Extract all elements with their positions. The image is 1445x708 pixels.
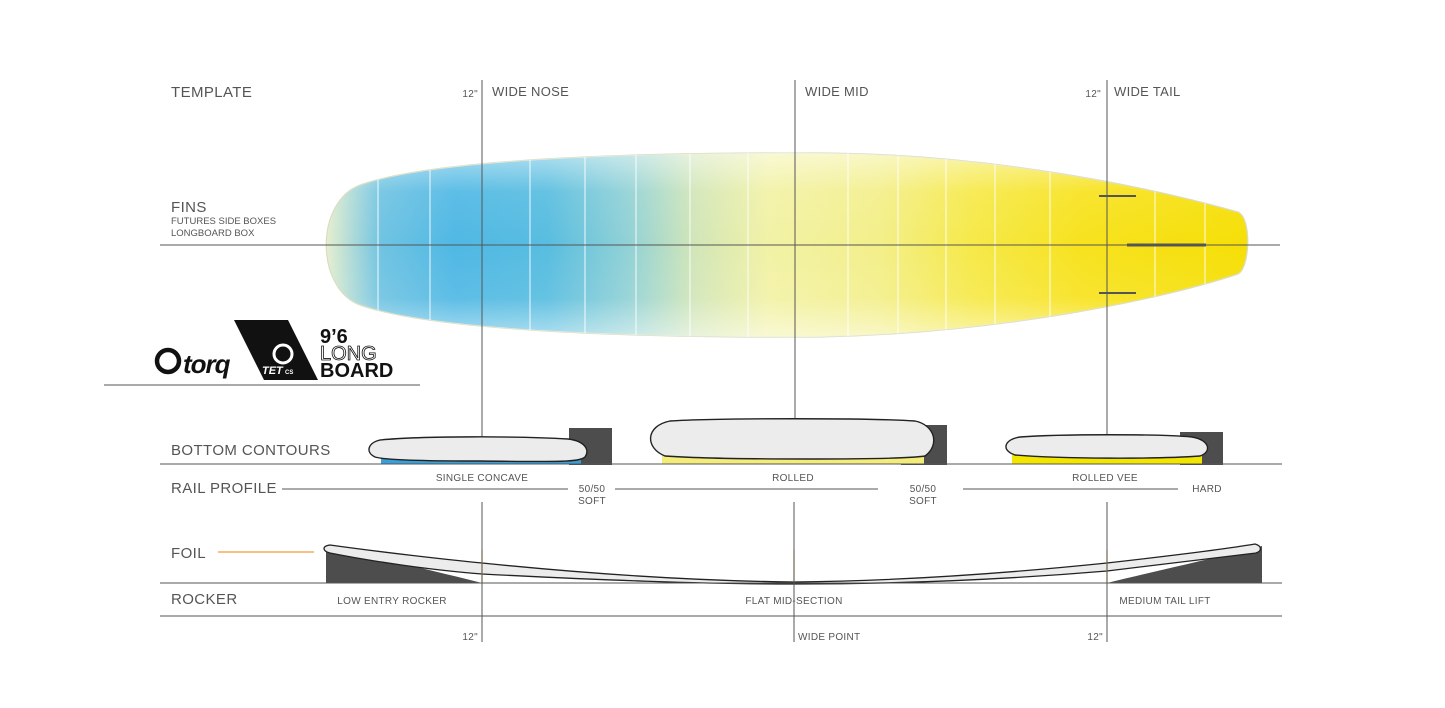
bottom-nose-inch: 12"	[462, 632, 478, 643]
model-line-long: LONG	[320, 343, 377, 365]
top-nose-inch: 12"	[462, 89, 478, 100]
section-label-foil: FOIL	[171, 545, 206, 562]
rail-mid-tail-ratio: 50/50	[910, 484, 937, 495]
rocker-label-nose: LOW ENTRY ROCKER	[337, 596, 446, 607]
contour-label-tail: ROLLED VEE	[1072, 473, 1138, 484]
section-label-rail-profile: RAIL PROFILE	[171, 480, 277, 497]
tet-swirl-icon	[272, 343, 294, 365]
tet-sub-text: CS	[285, 370, 293, 376]
top-wide-nose-label: WIDE NOSE	[492, 84, 569, 99]
rail-nose-mid-ratio: 50/50	[579, 484, 606, 495]
rail-nose-mid-type: SOFT	[578, 496, 606, 507]
section-label-template: TEMPLATE	[171, 84, 252, 101]
rocker-label-mid: FLAT MID-SECTION	[745, 596, 842, 607]
top-wide-tail-label: WIDE TAIL	[1114, 84, 1181, 99]
model-line-board: BOARD	[320, 360, 393, 382]
fins-sub-longboard-box: LONGBOARD BOX	[171, 228, 255, 239]
contour-label-nose: SINGLE CONCAVE	[436, 473, 528, 484]
bottom-tail-inch: 12"	[1087, 632, 1103, 643]
fins-sub-side-boxes: FUTURES SIDE BOXES	[171, 216, 276, 227]
rail-tail-type: HARD	[1192, 484, 1222, 495]
top-wide-mid-label: WIDE MID	[805, 84, 869, 99]
brand-block: torq TET CS 9’6 LONG BOARD	[154, 320, 393, 382]
section-label-rocker: ROCKER	[171, 591, 238, 608]
section-label-bottom-contours: BOTTOM CONTOURS	[171, 442, 331, 459]
rocker-label-tail: MEDIUM TAIL LIFT	[1119, 596, 1210, 607]
bottom-contour-nose	[368, 428, 612, 465]
torq-logo-icon	[154, 347, 182, 375]
foil-profile	[323, 543, 1262, 585]
section-label-fins: FINS	[171, 199, 207, 216]
model-size: 9’6	[320, 326, 348, 348]
bottom-wide-point-label: WIDE POINT	[798, 632, 860, 643]
torq-logo-text: torq	[183, 349, 231, 379]
rail-mid-tail-type: SOFT	[909, 496, 937, 507]
bottom-contour-mid	[649, 418, 947, 465]
bottom-contour-tail	[1005, 432, 1223, 465]
top-tail-inch: 12"	[1085, 89, 1101, 100]
contour-label-mid: ROLLED	[772, 473, 814, 484]
tet-text: TET	[262, 365, 284, 377]
